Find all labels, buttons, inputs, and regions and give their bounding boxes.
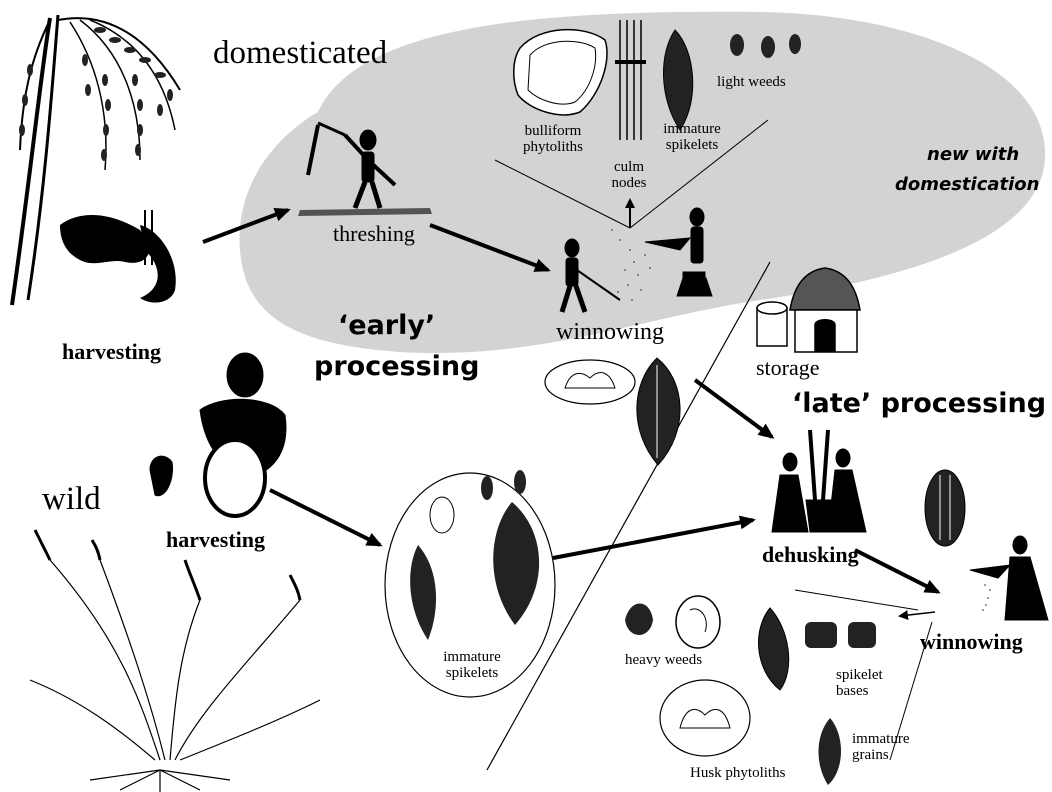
threshing-label: threshing	[333, 222, 415, 245]
harvesting-domesticated-label: harvesting	[62, 340, 161, 363]
culm-nodes-label: culm nodes	[604, 160, 654, 192]
domesticated-spikelet-icon	[637, 358, 680, 465]
winnowing-late-label: winnowing	[920, 630, 1023, 653]
arrow-winnowing-to-dehusking	[695, 380, 772, 437]
winnowing-early-label: winnowing	[556, 320, 664, 345]
heavy-weeds-label: heavy weeds	[625, 653, 702, 669]
immature-grains-label: immature grains	[852, 732, 932, 764]
grain-icon	[925, 470, 965, 546]
heavy-weed-seeds-icon	[625, 596, 720, 648]
spikelet-bases-icon	[805, 622, 876, 648]
arrow-wildharvest-to-spikelets	[270, 490, 380, 545]
arrow-dehusking-to-winnowing	[855, 550, 938, 592]
domesticated-label: domesticated	[213, 36, 387, 71]
early-processing-line2: processing	[314, 353, 479, 381]
early-processing-line1: ‘early’	[338, 312, 435, 340]
basket-harvester-icon	[150, 353, 286, 516]
pounding-women-icon	[772, 430, 866, 532]
new-with-domestication-line1: new with	[927, 146, 1019, 165]
dehusking-label: dehusking	[762, 543, 859, 566]
new-with-domestication-line2: domestication	[895, 176, 1039, 195]
arrow-spikelets-to-dehusking	[553, 520, 753, 558]
husk-phytolith-icon	[545, 360, 635, 404]
byproduct-line-1	[795, 590, 918, 610]
light-weeds-label: light weeds	[717, 75, 786, 91]
husk-phytolith-lower-icon	[660, 680, 750, 756]
husk-spikelet-icon	[759, 608, 789, 690]
immature-spikelets-top-label: immature spikelets	[654, 122, 730, 154]
husk-phytoliths-label: Husk phytoliths	[690, 766, 785, 782]
immature-spikelets-wild-label: immature spikelets	[417, 650, 527, 682]
immature-grain-icon	[818, 718, 841, 785]
winnowing-woman-icon	[970, 536, 1048, 620]
bulliform-phytoliths-label: bulliform phytoliths	[512, 124, 594, 156]
wild-label: wild	[42, 482, 101, 517]
spikelet-bases-label: spikelet bases	[836, 668, 882, 700]
byproduct-line-2	[900, 612, 935, 616]
sickle-hand-icon	[60, 210, 176, 303]
wild-grass-icon	[30, 530, 320, 792]
harvesting-wild-label: harvesting	[166, 528, 265, 551]
late-processing-label: ‘late’ processing	[792, 390, 1046, 418]
storage-label: storage	[756, 356, 820, 379]
